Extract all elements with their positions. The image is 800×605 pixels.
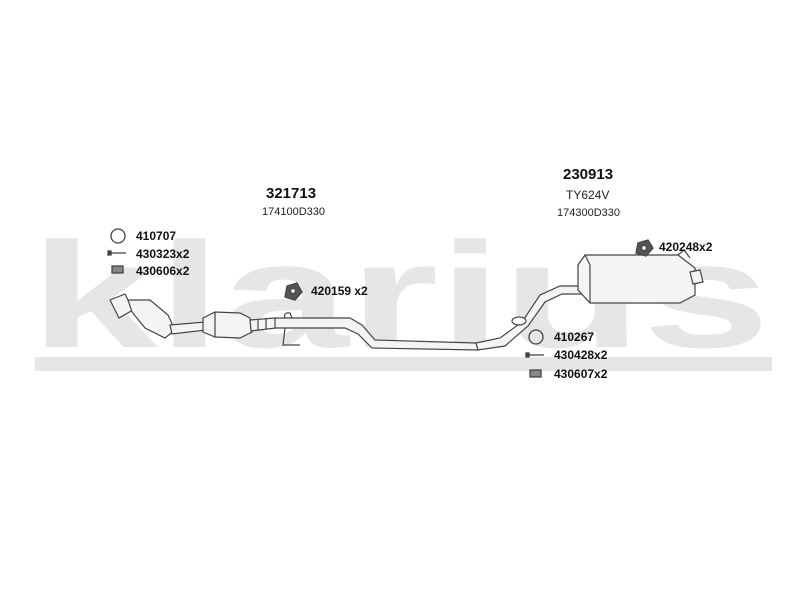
bolt-icon xyxy=(525,352,544,358)
rear-muffler xyxy=(577,254,696,304)
ring-gasket-icon xyxy=(528,329,544,345)
part-code: 430607x2 xyxy=(554,367,608,381)
nut-icon xyxy=(111,265,124,274)
group-sub-number: 174300D330 xyxy=(557,207,621,219)
group-model: TY624V xyxy=(566,188,610,202)
nut-icon xyxy=(529,369,542,378)
part-icons xyxy=(107,228,654,378)
part-code: 410707 xyxy=(136,229,177,243)
rubber-mount-icon xyxy=(635,239,654,257)
flex-section xyxy=(249,317,277,332)
hanger-bracket-1 xyxy=(283,312,293,319)
rubber-mount-icon xyxy=(284,282,303,301)
muffler-hanger xyxy=(677,249,691,259)
group-main-number: 321713 xyxy=(266,185,317,202)
part-code: 420159 x2 xyxy=(311,284,368,298)
part-code: 430428x2 xyxy=(554,348,608,362)
joint-flange xyxy=(511,316,527,326)
muffler-edge xyxy=(584,254,591,303)
hanger-bracket-2 xyxy=(282,327,300,346)
bolt-icon xyxy=(107,250,126,256)
front-pipe-cat-assembly xyxy=(109,293,479,351)
part-code: 410267 xyxy=(554,330,595,344)
watermark-underline xyxy=(35,357,772,371)
group-main-number: 230913 xyxy=(563,166,614,183)
tail-pipe xyxy=(689,269,704,285)
catalytic-converter-2 xyxy=(202,311,253,339)
part-code: 430323x2 xyxy=(136,247,190,261)
catalytic-converter-1 xyxy=(127,299,176,339)
part-code: 420248x2 xyxy=(659,240,713,254)
ring-gasket-icon xyxy=(110,228,126,244)
group-sub-number: 174100D330 xyxy=(262,206,326,218)
part-code: 430606x2 xyxy=(136,264,190,278)
rear-section xyxy=(475,249,704,351)
